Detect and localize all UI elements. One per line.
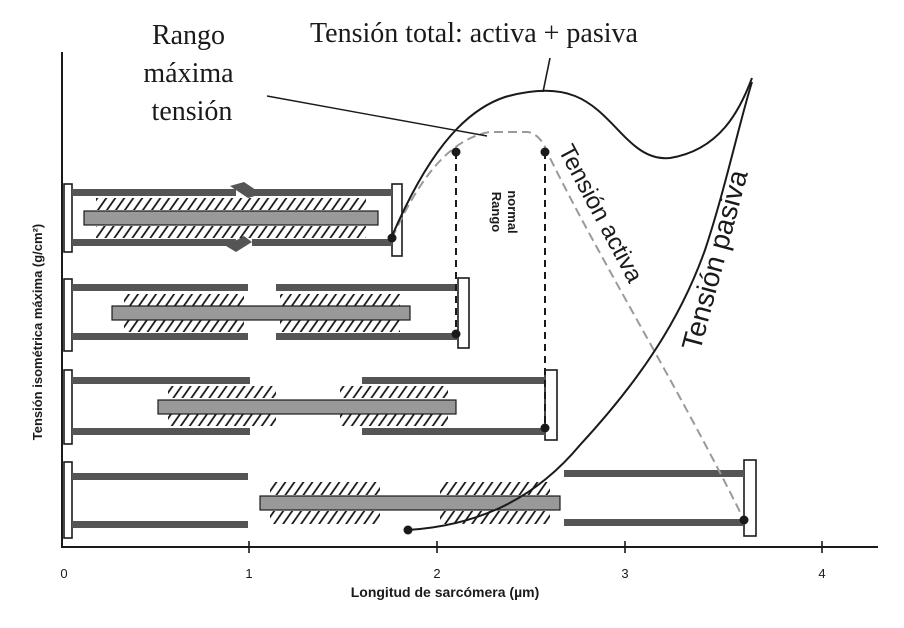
thick-filament (259, 495, 561, 511)
sarcomere-medium (63, 277, 470, 352)
myosin-heads (280, 294, 400, 306)
curve-point (739, 515, 749, 525)
myosin-heads (168, 386, 276, 398)
myosin-heads (168, 414, 276, 426)
x-tick-label: 1 (245, 566, 252, 581)
range-max-tension-label: Rango máxima tensión (143, 20, 240, 127)
sarcomere-optimal (63, 369, 558, 445)
curve-point (451, 329, 461, 339)
thin-filament (72, 189, 236, 196)
curve-point (540, 423, 550, 433)
curve-point (451, 147, 461, 157)
thin-filament (72, 428, 250, 435)
thin-filament (72, 284, 248, 291)
thin-filament (72, 239, 236, 246)
normal-range-label-group: Rango normal (489, 190, 520, 233)
thin-filament (72, 377, 250, 384)
thin-filament-overlap-bend (226, 236, 252, 252)
x-tick-label: 0 (60, 566, 67, 581)
total-tension-pointer (542, 57, 551, 93)
myosin-heads (96, 226, 366, 238)
z-disc-left (63, 461, 73, 539)
total-tension-label: Tensión total: activa + pasiva (310, 18, 639, 49)
z-disc-right (457, 277, 470, 349)
thin-filament (564, 470, 744, 477)
myosin-heads (124, 294, 244, 306)
curve-point (387, 233, 397, 243)
myosin-heads (96, 198, 366, 210)
thin-filament (72, 521, 248, 528)
range-label-line: máxima (143, 58, 234, 89)
curve-point (403, 525, 413, 535)
myosin-heads (340, 386, 448, 398)
x-axis-ticks (248, 541, 823, 553)
myosin-heads (124, 320, 244, 332)
range-label-line: Rango (152, 20, 225, 51)
x-tick-label: 4 (818, 566, 825, 581)
z-disc-right (391, 183, 403, 257)
passive-tension-label: Tensión pasiva (676, 166, 754, 353)
thin-filament (72, 473, 248, 480)
myosin-heads (340, 414, 448, 426)
thin-filament (362, 428, 545, 435)
thin-filament-overlap-bend (230, 182, 262, 198)
myosin-heads (440, 482, 550, 495)
z-disc-right (743, 459, 757, 537)
thick-filament (111, 305, 411, 321)
normal-range-label-line: Rango (489, 192, 504, 233)
axes: 0 1 2 3 4 Longitud de sarcómera (µm) Ten… (30, 52, 878, 600)
normal-range-label-line: normal (505, 190, 520, 233)
passive-tension-curve (407, 81, 753, 531)
myosin-heads (270, 511, 380, 524)
range-label-pointer (266, 95, 488, 137)
thin-filament (276, 333, 458, 340)
curve-point (540, 147, 550, 157)
thin-filament (362, 377, 545, 384)
total-tension-curve (391, 77, 753, 237)
x-tick-label: 3 (621, 566, 628, 581)
thin-filament (252, 239, 392, 246)
z-disc-left (63, 278, 73, 352)
z-disc-left (63, 183, 73, 253)
thin-filament (276, 284, 458, 291)
x-axis-title: Longitud de sarcómera (µm) (351, 584, 540, 600)
myosin-heads (280, 320, 400, 332)
y-axis-title: Tensión isométrica máxima (g/cm²) (30, 224, 45, 441)
x-tick-label: 2 (433, 566, 440, 581)
thin-filament (72, 333, 248, 340)
myosin-heads (270, 482, 380, 495)
thick-filament (83, 210, 379, 226)
thin-filament (564, 519, 744, 526)
range-label-line: tensión (152, 96, 233, 127)
curve-points (387, 147, 749, 535)
z-disc-left (63, 369, 73, 445)
thin-filament (252, 189, 392, 196)
active-tension-label: Tensión activa (553, 140, 649, 288)
thick-filament (157, 399, 457, 415)
sarcomere-short (63, 182, 403, 257)
